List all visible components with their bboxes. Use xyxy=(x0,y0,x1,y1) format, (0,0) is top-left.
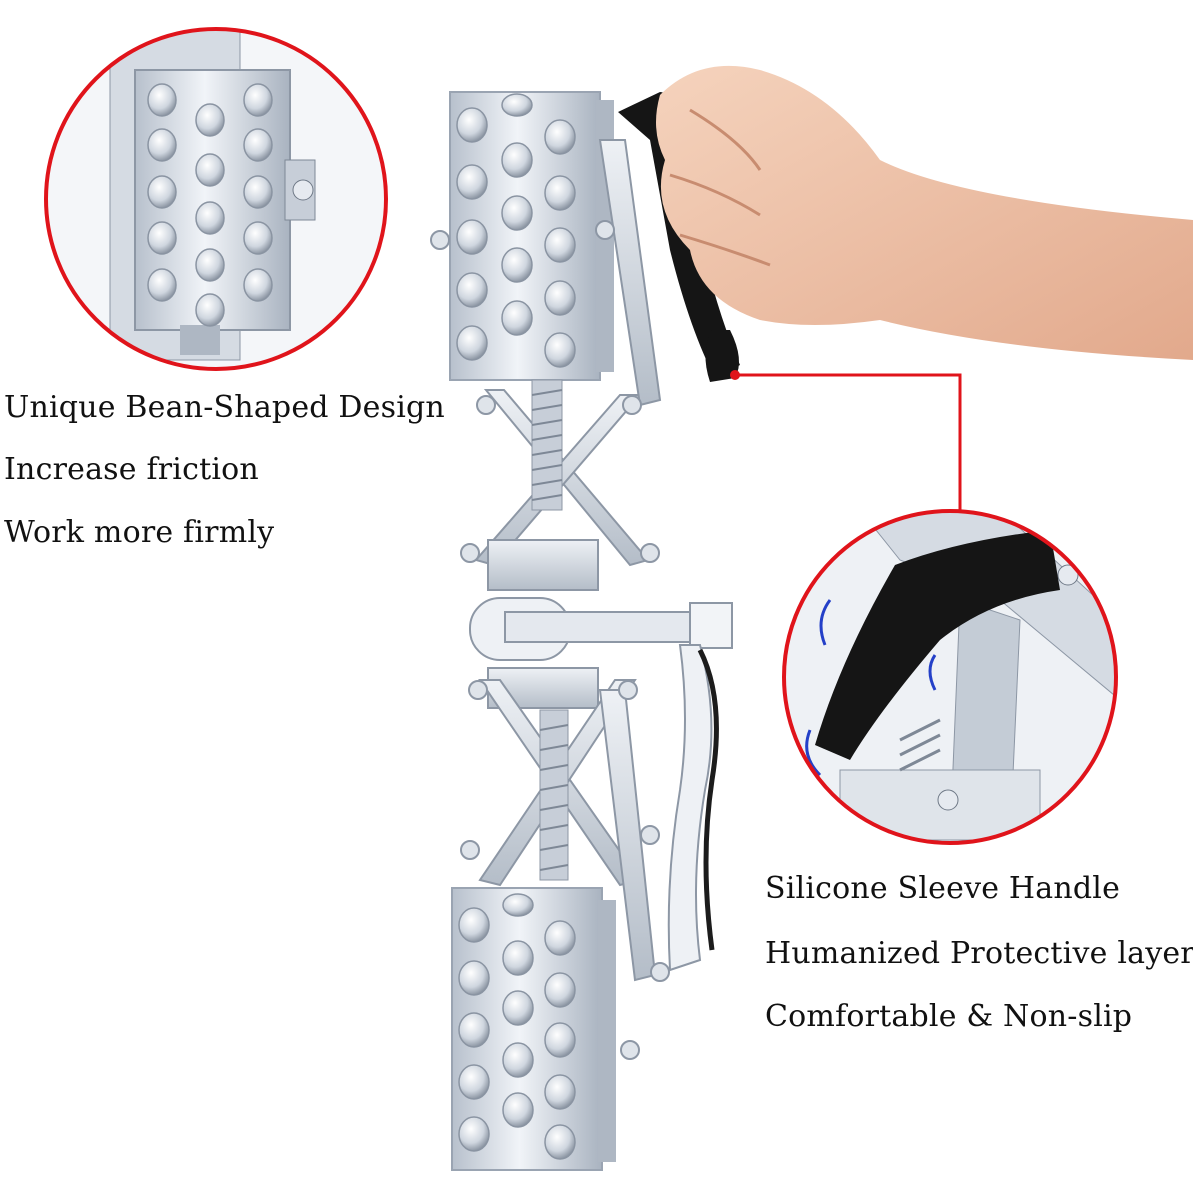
upper-screw xyxy=(531,379,563,511)
caption-work-more-firmly: Work more firmly xyxy=(4,515,275,550)
upper-pedal xyxy=(449,91,614,381)
caption-silicone-sleeve-handle: Silicone Sleeve Handle xyxy=(765,871,1121,906)
lower-screw xyxy=(539,709,569,881)
caption-protective-layer: Humanized Protective layer xyxy=(765,936,1193,971)
caption-comfortable-non-slip: Comfortable & Non-slip xyxy=(765,999,1133,1034)
handle-closeup-callout xyxy=(782,509,1118,845)
callout-connector xyxy=(735,373,962,512)
pivot-bolts xyxy=(430,220,660,563)
pedal-closeup-callout xyxy=(44,27,388,371)
side-lever xyxy=(667,644,713,972)
caption-increase-friction: Increase friction xyxy=(4,452,259,487)
caption-bean-shaped-design: Unique Bean-Shaped Design xyxy=(4,390,445,425)
center-ratchet-block xyxy=(469,539,733,709)
lower-pedal xyxy=(451,887,616,1171)
hand-gripping-handle xyxy=(618,65,1193,382)
